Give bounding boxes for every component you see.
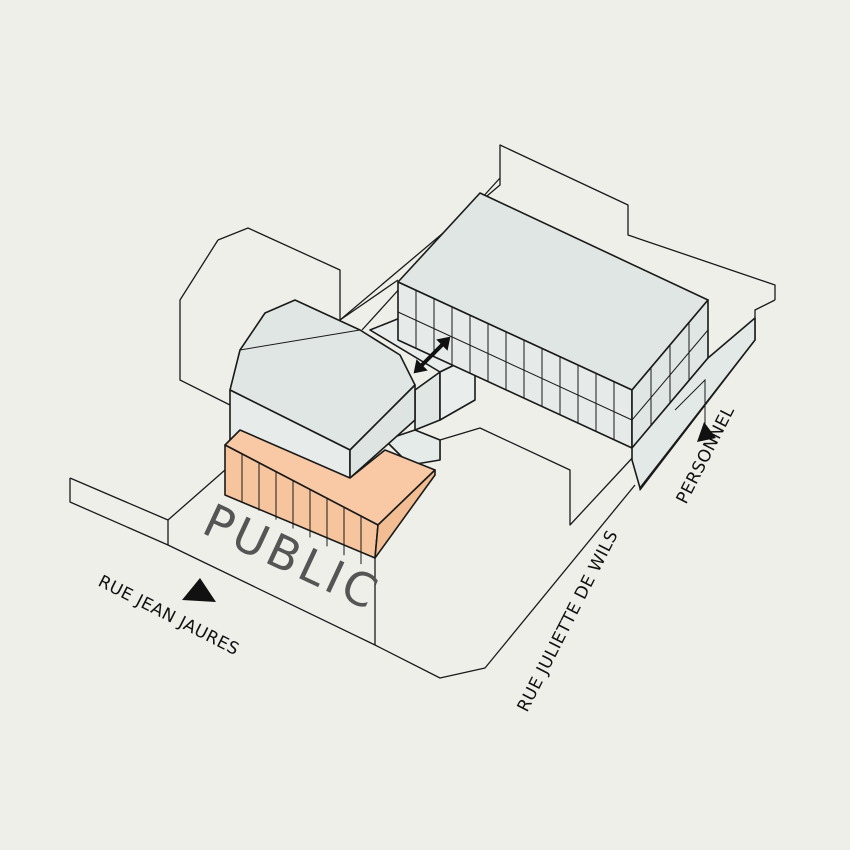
plot-outline-left <box>179 227 399 406</box>
double-arrow-icon <box>413 336 451 374</box>
pavilion-side <box>374 469 436 559</box>
street-label-rue-jean-jaures: RUE JEAN JAURES <box>95 572 243 660</box>
street-label-rue-juliette-de-wils: RUE JULIETTE DE WILS <box>514 527 623 715</box>
glazed-building <box>397 192 709 449</box>
front-block <box>167 469 636 679</box>
public-entrance-triangle-arrow-icon <box>182 578 216 602</box>
annex-facade <box>631 317 756 489</box>
glazed-building-floor-line <box>397 311 633 421</box>
annex-building <box>631 317 756 489</box>
pavilion-mullions <box>241 453 362 565</box>
glazed-building-mullions-front <box>415 290 615 440</box>
courtyard-outline <box>439 427 636 526</box>
connector-front <box>414 371 441 431</box>
gabled-building <box>229 299 416 479</box>
glazed-building-floor-line-side <box>631 329 709 421</box>
plot-outline-rear <box>339 144 776 321</box>
annex-door <box>674 378 706 440</box>
public-pavilion <box>224 429 436 565</box>
gabled-roof-ridge <box>239 329 361 351</box>
street-block-left <box>69 477 169 546</box>
glazed-building-mullions-side <box>650 322 690 426</box>
staff-entrance-triangle-arrow-icon <box>697 422 716 442</box>
gabled-wall-side <box>349 384 416 479</box>
